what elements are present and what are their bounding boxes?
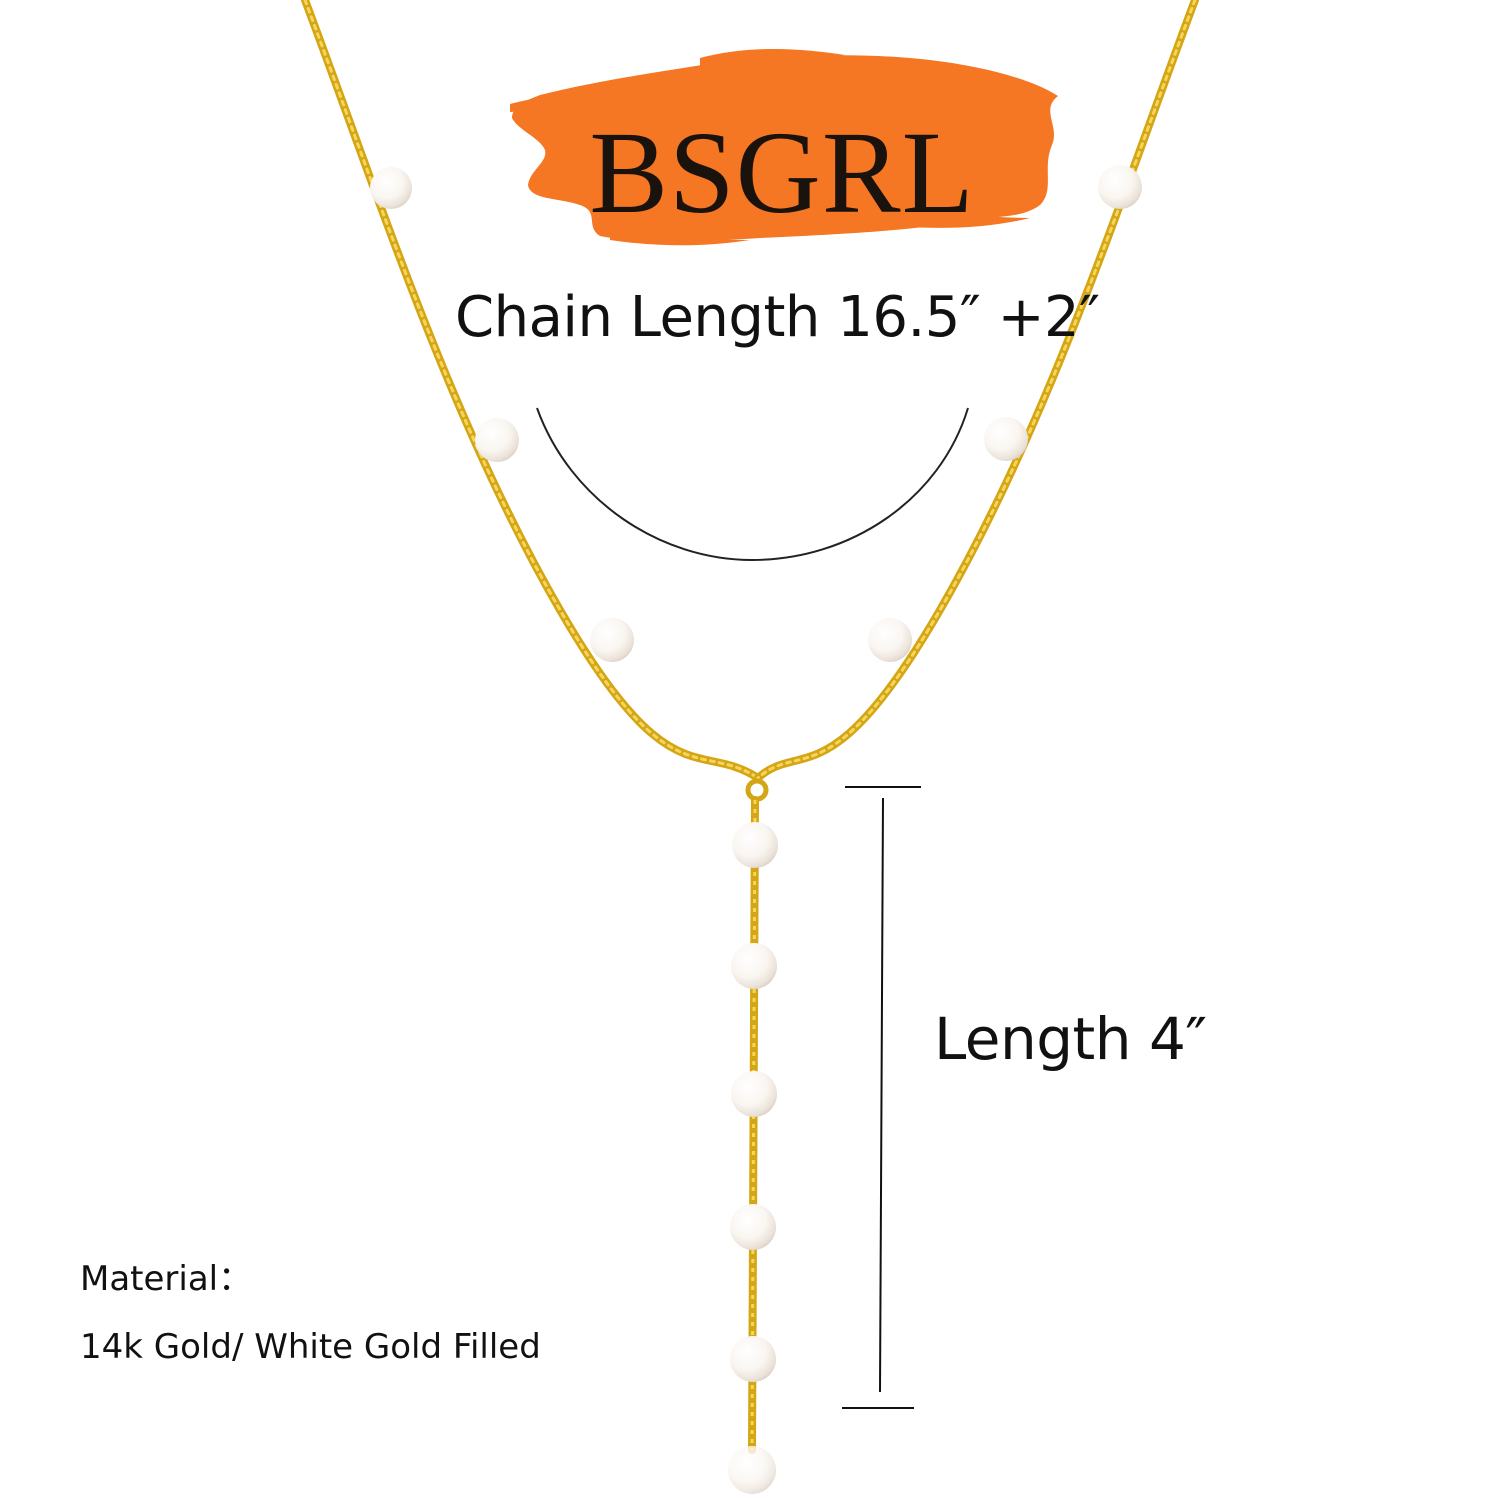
pearl xyxy=(868,618,912,662)
pearl xyxy=(730,1336,776,1382)
material-value: 14k Gold/ White Gold Filled xyxy=(80,1327,541,1367)
chain-left-strand-highlight xyxy=(303,0,760,780)
chain-length-label: Chain Length 16.5″ +2″ xyxy=(455,285,1100,350)
drop-length-label: Length 4″ xyxy=(934,1005,1207,1073)
pearl xyxy=(590,618,634,662)
material-heading: Material： xyxy=(80,1259,253,1299)
pearl xyxy=(1098,165,1142,209)
pearl xyxy=(728,1446,776,1494)
pearl xyxy=(475,418,519,462)
logo-brush-background xyxy=(510,49,1058,246)
pearl xyxy=(731,943,777,989)
brand-logo-text: BSGRL xyxy=(589,107,974,238)
chain-right-strand-highlight xyxy=(756,0,1197,780)
pearl xyxy=(732,822,778,868)
pearl xyxy=(730,1204,776,1250)
pearl xyxy=(370,167,412,209)
pearl xyxy=(984,417,1028,461)
chain-length-arc xyxy=(536,407,969,562)
pearl xyxy=(731,1071,777,1117)
connector-loop xyxy=(745,778,769,802)
drop-length-vertical-line xyxy=(879,797,884,1393)
